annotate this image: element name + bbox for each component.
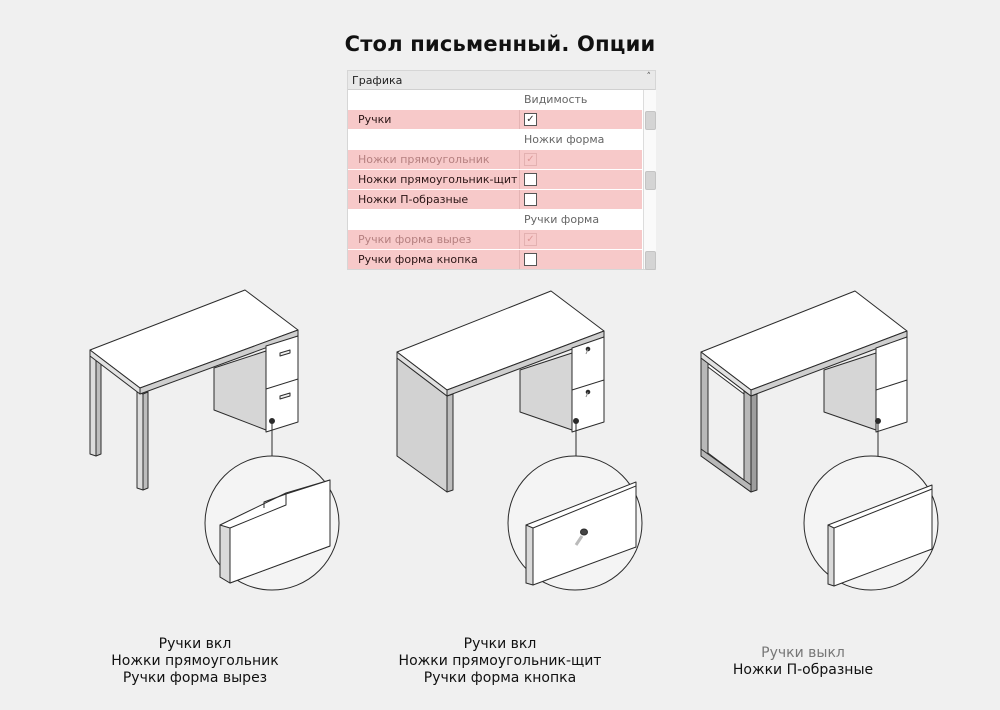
caption-line: Ручки вкл [158,636,232,652]
param-row-legs-u-shaped[interactable]: Ножки П-образные [348,190,642,209]
group-label: Ручки форма [524,213,600,226]
caption-line: Ручки форма кнопка [423,670,577,686]
param-row-legs-rect-panel[interactable]: Ножки прямоугольник-щит [348,170,642,189]
column-divider [519,230,520,249]
param-row-legs-rect[interactable]: Ножки прямоугольник ✓ [348,150,642,169]
properties-panel: Графика ˄ Видимость Ручки ✓ Ножки форма … [347,70,656,270]
column-divider [519,150,520,169]
double-chevron-up-icon[interactable]: ˄ [646,72,652,82]
column-divider [519,110,520,129]
param-label: Ножки прямоугольник [358,153,490,166]
scrollbar-segment[interactable] [645,171,656,190]
column-divider [519,190,520,209]
caption-line: Ножки П-образные [732,662,874,678]
caption-line: Ручки выкл [761,645,845,661]
param-label: Ручки форма вырез [358,233,472,246]
legs-rect-checkbox: ✓ [524,153,537,166]
desk-u-legs [700,290,939,591]
panel-header-label: Графика [352,74,403,87]
param-row-handle-cutout[interactable]: Ручки форма вырез ✓ [348,230,642,249]
scrollbar-segment[interactable] [645,111,656,130]
legs-rect-panel-checkbox[interactable] [524,173,537,186]
param-label: Ручки [358,113,392,126]
group-label: Видимость [524,93,588,106]
group-row-visibility: Видимость [348,90,642,109]
handles-checkbox[interactable]: ✓ [524,113,537,126]
desk-panel-legs [396,290,643,591]
page-title: Стол письменный. Опции [344,32,656,56]
desk-rect-legs [89,289,340,591]
group-label: Ножки форма [524,133,605,146]
legs-u-shaped-checkbox[interactable] [524,193,537,206]
param-label: Ножки прямоугольник-щит [358,173,518,186]
desk-illustrations [89,289,939,591]
scrollbar-segment[interactable] [645,251,656,270]
panel-header[interactable]: Графика ˄ [348,71,655,90]
param-label: Ручки форма кнопка [358,253,478,266]
handle-knob-checkbox[interactable] [524,253,537,266]
param-label: Ножки П-образные [358,193,469,206]
param-row-handles[interactable]: Ручки ✓ [348,110,642,129]
handle-cutout-checkbox: ✓ [524,233,537,246]
caption-variant-1: Ручки вкл Ножки прямоугольник Ручки форм… [95,636,295,687]
param-row-handle-knob[interactable]: Ручки форма кнопка [348,250,642,269]
caption-variant-3: Ручки выкл Ножки П-образные [703,645,903,679]
caption-line: Ручки форма вырез [122,670,268,686]
group-row-handles-shape: Ручки форма [348,210,642,229]
group-row-legs-shape: Ножки форма [348,130,642,149]
caption-line: Ножки прямоугольник-щит [398,653,602,669]
column-divider [519,170,520,189]
caption-line: Ножки прямоугольник [111,653,279,669]
caption-line: Ручки вкл [463,636,537,652]
caption-variant-2: Ручки вкл Ножки прямоугольник-щит Ручки … [390,636,610,687]
column-divider [519,250,520,269]
